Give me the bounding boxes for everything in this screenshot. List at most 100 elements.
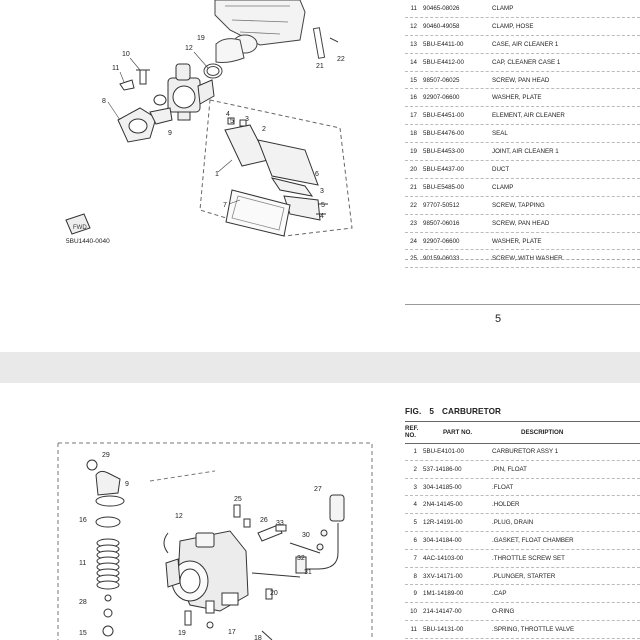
- description-cell: SCREW, TAPPING: [492, 201, 545, 209]
- svg-text:2: 2: [262, 126, 266, 133]
- part-no-cell: 98507-06016: [423, 219, 460, 227]
- table-row: 13 5BU-E4411-00 CASE, AIR CLEANER 1: [405, 36, 640, 54]
- part-no-cell: 5BU-E4411-00: [423, 40, 464, 48]
- svg-text:9: 9: [168, 130, 172, 137]
- part-no-cell: 5BU-E4476-00: [423, 130, 464, 138]
- table-row: 3 304-14185-00 .FLOAT: [405, 479, 640, 497]
- svg-text:5: 5: [321, 202, 325, 209]
- part-no-cell: 214-14147-00: [423, 608, 462, 616]
- svg-text:5: 5: [230, 118, 234, 125]
- description-cell: .GASKET, FLOAT CHAMBER: [492, 536, 574, 544]
- description-cell: DUCT: [492, 166, 510, 174]
- description-cell: .PIN, FLOAT: [492, 465, 527, 473]
- svg-text:20: 20: [270, 590, 278, 597]
- description-cell: SCREW, PAN HEAD: [492, 76, 550, 84]
- ref-cell: 23: [410, 219, 417, 227]
- table-row: 23 98507-06016 SCREW, PAN HEAD: [405, 215, 640, 233]
- parts-page-carburetor: 29 9 16 11 28 15 12 25 26 33 30 32 31 27…: [0, 383, 640, 640]
- svg-text:19: 19: [197, 35, 205, 42]
- ref-cell: 1: [413, 448, 417, 455]
- description-cell: .FLOAT: [492, 483, 514, 491]
- svg-text:6: 6: [315, 171, 319, 178]
- part-no-cell: 304-14185-00: [423, 483, 462, 491]
- description-cell: CAP, CLEANER CASE 1: [492, 58, 561, 66]
- part-no-cell: 5BU-E4453-00: [423, 148, 464, 156]
- svg-text:12: 12: [175, 513, 183, 520]
- description-cell: SCREW, PAN HEAD: [492, 219, 550, 227]
- part-no-cell: 97707-50512: [423, 201, 460, 209]
- svg-text:3: 3: [245, 116, 249, 123]
- svg-text:4: 4: [320, 213, 324, 220]
- svg-text:27: 27: [314, 486, 322, 493]
- svg-text:16: 16: [79, 517, 87, 524]
- part-no-cell: 5BU-E5485-00: [423, 183, 464, 191]
- part-no-cell: 5BU-E4437-00: [423, 166, 464, 174]
- ref-cell: 8: [413, 572, 417, 580]
- part-no-cell: 5BU-14131-00: [423, 625, 464, 633]
- table-row: 14 5BU-E4412-00 CAP, CLEANER CASE 1: [405, 54, 640, 72]
- ref-cell: 15: [410, 76, 417, 84]
- svg-text:FWD: FWD: [73, 225, 87, 231]
- ref-cell: 2: [413, 465, 417, 473]
- description-cell: .SPRING, THROTTLE VALVE: [492, 625, 575, 633]
- ref-cell: 3: [413, 483, 417, 491]
- svg-text:25: 25: [234, 496, 242, 503]
- description-cell: CLAMP: [492, 183, 514, 191]
- parts-table-header: REF. NO. PART NO. DESCRIPTION: [405, 421, 640, 444]
- part-no-cell: 5BU-E4412-00: [423, 58, 464, 66]
- ref-cell: 4: [413, 501, 417, 509]
- ref-cell: 24: [410, 237, 417, 245]
- description-cell: CLAMP, HOSE: [492, 22, 534, 30]
- description-cell: .HOLDER: [492, 501, 520, 509]
- description-cell: .PLUNGER, STARTER: [492, 572, 556, 580]
- svg-text:10: 10: [122, 51, 130, 58]
- carburetor-diagram: 29 9 16 11 28 15 12 25 26 33 30 32 31 27…: [57, 442, 373, 640]
- description-cell: CASE, AIR CLEANER 1: [492, 40, 559, 48]
- svg-text:12: 12: [185, 45, 193, 52]
- part-no-cell: 90465-08026: [423, 5, 460, 12]
- part-no-cell: 92907-06600: [423, 237, 460, 245]
- svg-text:33: 33: [276, 520, 284, 527]
- diagram-code: 5BU1440-0040: [66, 238, 110, 245]
- part-no-cell: 304-14184-00: [423, 536, 462, 544]
- svg-text:4: 4: [226, 111, 230, 118]
- svg-text:7: 7: [223, 202, 227, 209]
- part-no-cell: 92907-06600: [423, 94, 460, 102]
- ref-cell: 13: [410, 40, 417, 48]
- description-cell: SEAL: [492, 130, 508, 138]
- ref-cell: 16: [410, 94, 417, 102]
- svg-text:11: 11: [79, 560, 86, 567]
- ref-cell: 14: [410, 58, 417, 66]
- table-end-divider: [405, 259, 640, 260]
- svg-text:32: 32: [297, 555, 305, 562]
- part-no-cell: 4AC-14103-00: [423, 554, 464, 562]
- part-no-cell: 90159-06033: [423, 255, 460, 263]
- figure-name: CARBURETOR: [441, 407, 502, 416]
- col-header-part-no: PART NO.: [443, 429, 473, 436]
- part-no-cell: 5BU-E4101-00: [423, 448, 464, 455]
- parts-page-air-cleaner: FWD 10 11 12 19 8 9 1 7 2 3 4 5 6 3 5 4 …: [65, 0, 640, 325]
- page-number: 5: [494, 313, 502, 325]
- air-cleaner-case-drawing: [214, 0, 306, 46]
- ref-cell: 22: [410, 201, 417, 209]
- ref-cell: 18: [410, 130, 417, 138]
- ref-cell: 7: [413, 554, 417, 562]
- description-cell: .CAP: [492, 590, 507, 598]
- ref-cell: 25: [410, 255, 417, 263]
- svg-text:8: 8: [102, 98, 106, 105]
- svg-text:21: 21: [316, 63, 324, 70]
- part-no-cell: 5BU-E4451-00: [423, 112, 464, 120]
- svg-text:3: 3: [320, 188, 324, 195]
